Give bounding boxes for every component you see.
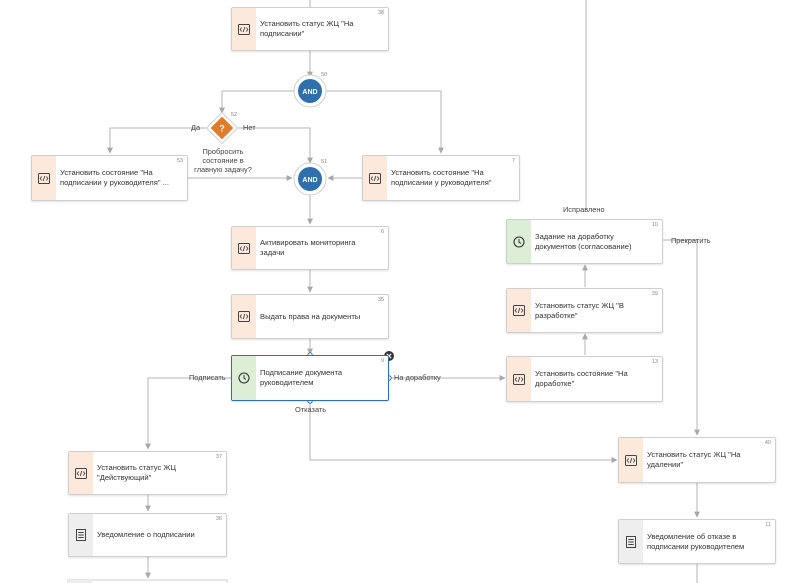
node-6[interactable]: Активировать мониторинга задачи 6 <box>231 226 389 270</box>
node-35[interactable]: Выдать права на документы 35 <box>231 294 389 339</box>
next-node-partial[interactable] <box>67 579 228 583</box>
node-title: Уведомление об отказе в подписании руков… <box>647 531 745 551</box>
node-number: 36 <box>215 516 222 522</box>
node-number: 40 <box>764 440 771 446</box>
and-gateway-label: AND <box>302 89 317 96</box>
connector <box>326 90 444 154</box>
code-icon <box>368 171 382 185</box>
node-title: Установить состояние "На доработке" <box>535 369 628 388</box>
node-number: 13 <box>651 359 658 365</box>
edge-label-yes: Да <box>191 123 201 132</box>
edge-label-no: Нет <box>243 123 256 132</box>
connector <box>309 401 618 463</box>
node-37[interactable]: Установить статус ЖЦ "Действующий" 37 <box>68 451 227 495</box>
node-title: Активировать мониторинга задачи <box>260 238 356 257</box>
and-gateway-50[interactable]: AND <box>293 74 327 108</box>
node-53[interactable]: Установить состояние "На подписании у ру… <box>31 155 188 201</box>
node-title: Установить статус ЖЦ "На подписании" <box>260 19 354 38</box>
edge-label-stop: Прекратить <box>671 236 711 245</box>
node-number: 7 <box>511 158 515 164</box>
code-icon <box>37 171 51 185</box>
node-number: 9 <box>380 358 384 364</box>
node-number: 37 <box>215 454 222 460</box>
code-icon <box>237 310 251 324</box>
node-title: Подписание документа руководителем <box>260 368 343 387</box>
code-icon <box>237 22 251 36</box>
node-36[interactable]: Уведомление о подписании 36 <box>68 513 227 557</box>
connector <box>238 127 313 164</box>
node-title: Задание на доработку документов (согласо… <box>535 231 632 251</box>
node-title: Уведомление о подписании <box>97 530 195 539</box>
node-13[interactable]: Установить состояние "На доработке" 13 <box>506 356 663 402</box>
node-title: Установить статус ЖЦ "В разработке" <box>535 300 624 320</box>
code-icon <box>512 372 526 386</box>
node-11[interactable]: Уведомление об отказе в подписании руков… <box>618 519 776 564</box>
node-number: 11 <box>765 522 771 528</box>
connector <box>663 239 700 436</box>
document-icon <box>74 528 88 542</box>
node-number: 35 <box>377 297 384 303</box>
node-title: Установить состояние "На подписании у ру… <box>391 168 492 187</box>
edge-label-rework: На доработку <box>394 373 441 382</box>
connector <box>219 90 294 114</box>
node-9[interactable]: Подписание документа руководителем 9 <box>231 355 389 401</box>
gateway-number: 52 <box>231 112 238 118</box>
node-40[interactable]: Установить статус ЖЦ "На удалении" 40 <box>618 437 776 483</box>
node-number: 10 <box>651 222 658 228</box>
node-number: 39 <box>651 291 658 297</box>
question-mark-icon: ? <box>219 124 225 134</box>
node-number: 6 <box>380 229 384 235</box>
node-number: 38 <box>377 10 384 16</box>
node-number: 53 <box>176 158 183 164</box>
edge-label-sign: Подписать <box>189 373 226 382</box>
clock-icon <box>512 235 526 249</box>
next-node-strip <box>68 580 92 583</box>
node-title: Установить состояние "На подписании у ру… <box>60 168 169 187</box>
edge-label-refuse: Отказать <box>295 405 327 414</box>
connector <box>145 377 231 450</box>
node-10[interactable]: Задание на доработку документов (согласо… <box>506 219 663 264</box>
node-39[interactable]: Установить статус ЖЦ "В разработке" 39 <box>506 288 663 333</box>
gateway-question: Пробросить состояние в главную задачу? <box>194 147 252 174</box>
node-7[interactable]: Установить состояние "На подписании у ру… <box>362 155 520 201</box>
edge-label-fixed: Исправлено <box>563 205 605 214</box>
code-icon <box>624 453 638 467</box>
connector <box>107 127 206 154</box>
node-38[interactable]: Установить статус ЖЦ "На подписании" 38 <box>231 7 389 51</box>
and-gateway-label: AND <box>302 177 317 184</box>
code-icon <box>237 241 251 255</box>
and-gateway-51[interactable]: AND <box>293 162 327 196</box>
gateway-number: 51 <box>321 159 328 165</box>
gateway-number: 50 <box>321 72 328 78</box>
node-title: Выдать права на документы <box>260 311 361 321</box>
clock-icon <box>237 371 251 385</box>
code-icon <box>512 304 526 318</box>
document-icon <box>624 535 638 549</box>
decision-gateway-52[interactable]: ? <box>205 111 239 145</box>
node-title: Установить статус ЖЦ "Действующий" <box>97 463 177 482</box>
code-icon <box>74 466 88 480</box>
node-title: Установить статус ЖЦ "На удалении" <box>647 450 741 469</box>
